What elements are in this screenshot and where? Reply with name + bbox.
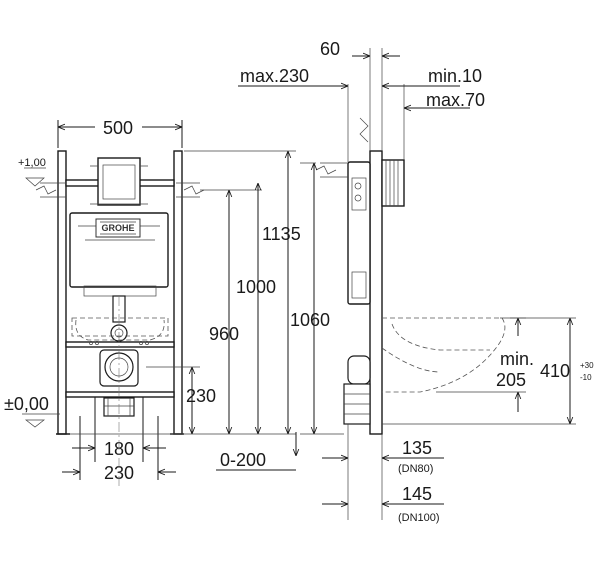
dim-min-10: min.10	[428, 66, 482, 86]
level-zero-label: ±0,00	[4, 394, 49, 414]
dim-max-70: max.70	[426, 90, 485, 110]
dim-960: 960	[209, 324, 239, 344]
dim-60: 60	[320, 39, 340, 59]
side-frame-post	[369, 150, 383, 435]
dim-tolerance-minus: -10	[580, 373, 592, 382]
cistern-tank	[69, 212, 169, 288]
dim-135: 135	[402, 438, 432, 458]
dim-1060: 1060	[290, 310, 330, 330]
side-actuator	[381, 159, 405, 207]
side-cistern	[347, 161, 371, 305]
side-inlet-icon	[315, 162, 348, 178]
dim-frame-width: 500	[103, 118, 133, 138]
dim-145: 145	[402, 484, 432, 504]
frame-low-rail	[65, 391, 175, 398]
dim-dn100: (DN100)	[398, 512, 440, 524]
dim-230-left: 230	[186, 386, 216, 406]
dim-1000: 1000	[236, 277, 276, 297]
frame-right-post	[173, 150, 183, 435]
frame-left-post	[57, 150, 67, 435]
dim-min-label: min.	[500, 349, 534, 369]
dim-410: 410	[540, 361, 570, 381]
water-inlet-left-icon	[35, 182, 66, 198]
logo-text: GROHE	[101, 223, 134, 233]
level-plus-label: +1,00	[18, 157, 46, 169]
dim-min-205: 205	[496, 370, 526, 390]
dim-1135: 1135	[262, 224, 301, 244]
actuator-plate	[97, 157, 141, 206]
frame-mid-rail	[65, 341, 175, 348]
dim-tolerance-plus: +30	[580, 361, 594, 370]
dim-dn80: (DN80)	[398, 463, 433, 475]
side-view: 60 max.230 min.10 max.70 1060 min. 205 4…	[238, 39, 594, 524]
water-inlet-right-icon	[176, 182, 205, 198]
brand-logo: GROHE	[95, 218, 141, 238]
dim-max-230: max.230	[240, 66, 309, 86]
front-view: GROHE +1,00 ±0,00 500	[4, 118, 301, 488]
dim-0-200: 0-200	[220, 450, 266, 470]
